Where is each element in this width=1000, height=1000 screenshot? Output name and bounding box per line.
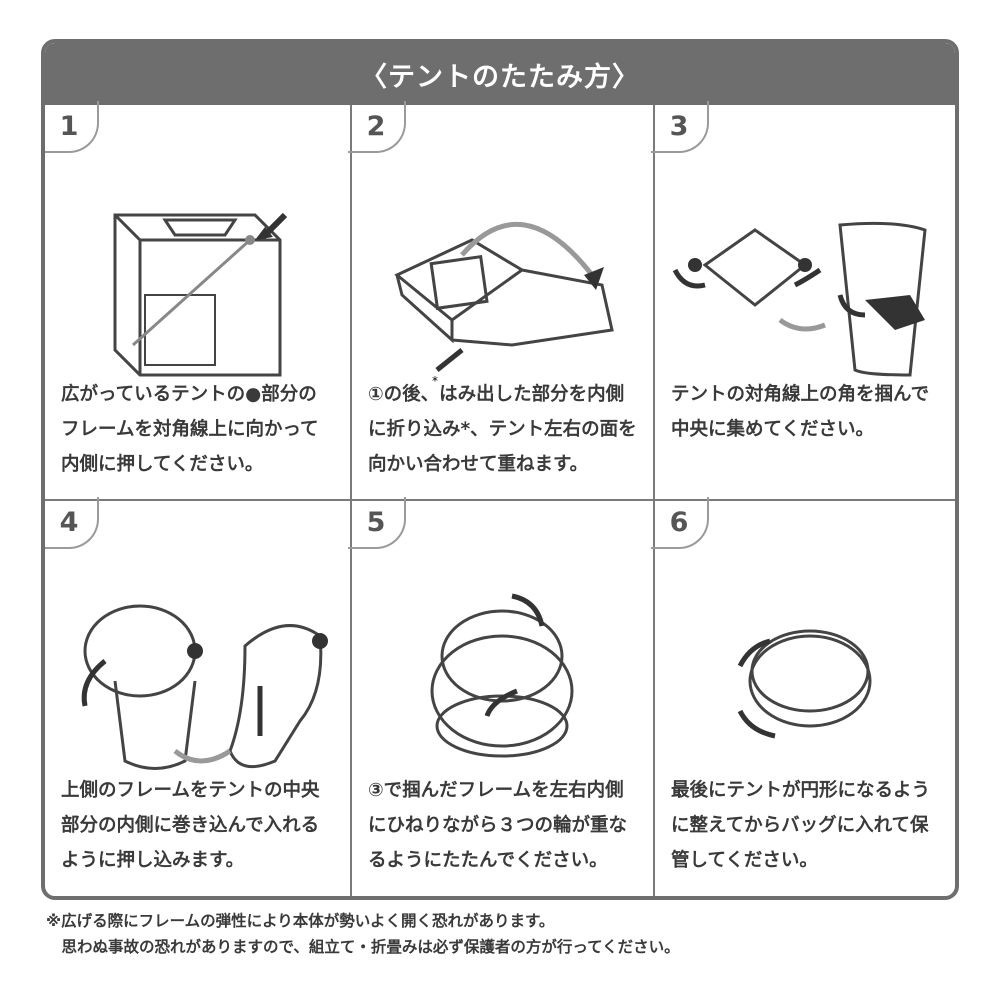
- description-line: フレームを対角線上に向かって: [61, 419, 319, 440]
- steps-grid: 1 広がっているテントの●部分のフレームを対角線上に向かって内側に押してください。…: [45, 101, 955, 896]
- step-illustration: [352, 541, 653, 781]
- step-number-badge: 6: [651, 497, 709, 549]
- step-number-badge: 1: [45, 101, 99, 153]
- description-line: ③で掴んだフレームを左右内側: [368, 780, 624, 801]
- step-5: 5 ③で掴んだフレームを左右内側にひねりながら３つの輪が重なるようにたたんでくださ…: [348, 497, 655, 896]
- step-number-badge: 4: [45, 497, 99, 549]
- description-line: 管してください。: [671, 850, 818, 871]
- description-line: にひねりながら３つの輪が重な: [368, 815, 628, 836]
- description-line: 最後にテントが円形になるよう: [671, 780, 931, 801]
- step-number-badge: 2: [348, 101, 406, 153]
- step-6: 6 最後にテントが円形になるように整えてからバッグに入れて保管してください。: [651, 497, 955, 896]
- page-title: 〈テントのたたみ方〉: [45, 43, 955, 105]
- description-line: テントの対角線上の角を掴んで: [671, 384, 930, 405]
- step-3: 3 テントの対角線上の角を掴んで中央に集めてください。: [651, 101, 955, 501]
- step-description: テントの対角線上の角を掴んで中央に集めてください。: [671, 377, 929, 447]
- step-4: 4 上側のフレームをテントの中央部分の内側に巻き込んで入れるように押し込みます。: [45, 497, 352, 896]
- step-illustration: *: [352, 145, 653, 388]
- step-illustration: [45, 145, 350, 385]
- step-number-badge: 3: [651, 101, 709, 153]
- step-description: 広がっているテントの●部分のフレームを対角線上に向かって内側に押してください。: [61, 377, 319, 482]
- step-description: ③で掴んだフレームを左右内側にひねりながら３つの輪が重なるようにたたんでください…: [368, 773, 627, 878]
- description-line: ①の後、はみ出した部分を内側: [368, 384, 625, 405]
- step-description: 上側のフレームをテントの中央部分の内側に巻き込んで入れるように押し込みます。: [61, 773, 319, 878]
- note-line-2: 思わぬ事故の恐れがありますので、組立て・折畳みは必ず保護者の方が行ってください。: [46, 938, 680, 956]
- description-line: るようにたたんでください。: [368, 850, 608, 871]
- description-line: 部分の内側に巻き込んで入れる: [61, 815, 320, 836]
- description-line: 内側に押してください。: [61, 454, 264, 475]
- description-line: に整えてからバッグに入れて保: [671, 815, 929, 836]
- step-illustration: [655, 145, 955, 385]
- description-line: 広がっているテントの●部分の: [61, 384, 317, 405]
- safety-note: ※広げる際にフレームの弾性により本体が勢いよく開く恐れがあります。 思わぬ事故の…: [46, 908, 680, 960]
- svg-text:*: *: [432, 374, 438, 388]
- step-illustration: [655, 541, 955, 781]
- description-line: 上側のフレームをテントの中央: [61, 780, 320, 801]
- description-line: ように押し込みます。: [61, 850, 245, 871]
- step-illustration: [45, 541, 350, 781]
- description-line: 中央に集めてください。: [671, 419, 874, 440]
- step-description: 最後にテントが円形になるように整えてからバッグに入れて保管してください。: [671, 773, 930, 878]
- step-2: 2 *①の後、はみ出した部分を内側に折り込み*、テント左右の面を向かい合わせて重ね…: [348, 101, 655, 501]
- description-line: 向かい合わせて重ねます。: [368, 454, 589, 475]
- note-line-1: ※広げる際にフレームの弾性により本体が勢いよく開く恐れがあります。: [46, 912, 555, 930]
- step-1: 1 広がっているテントの●部分のフレームを対角線上に向かって内側に押してください。: [45, 101, 352, 501]
- description-line: に折り込み*、テント左右の面を: [368, 419, 637, 440]
- step-number-badge: 5: [348, 497, 406, 549]
- step-description: ①の後、はみ出した部分を内側に折り込み*、テント左右の面を向かい合わせて重ねます…: [368, 377, 637, 482]
- instruction-panel: 〈テントのたたみ方〉 1 広がっているテントの●部分のフレームを対角線上に向かって…: [41, 39, 959, 900]
